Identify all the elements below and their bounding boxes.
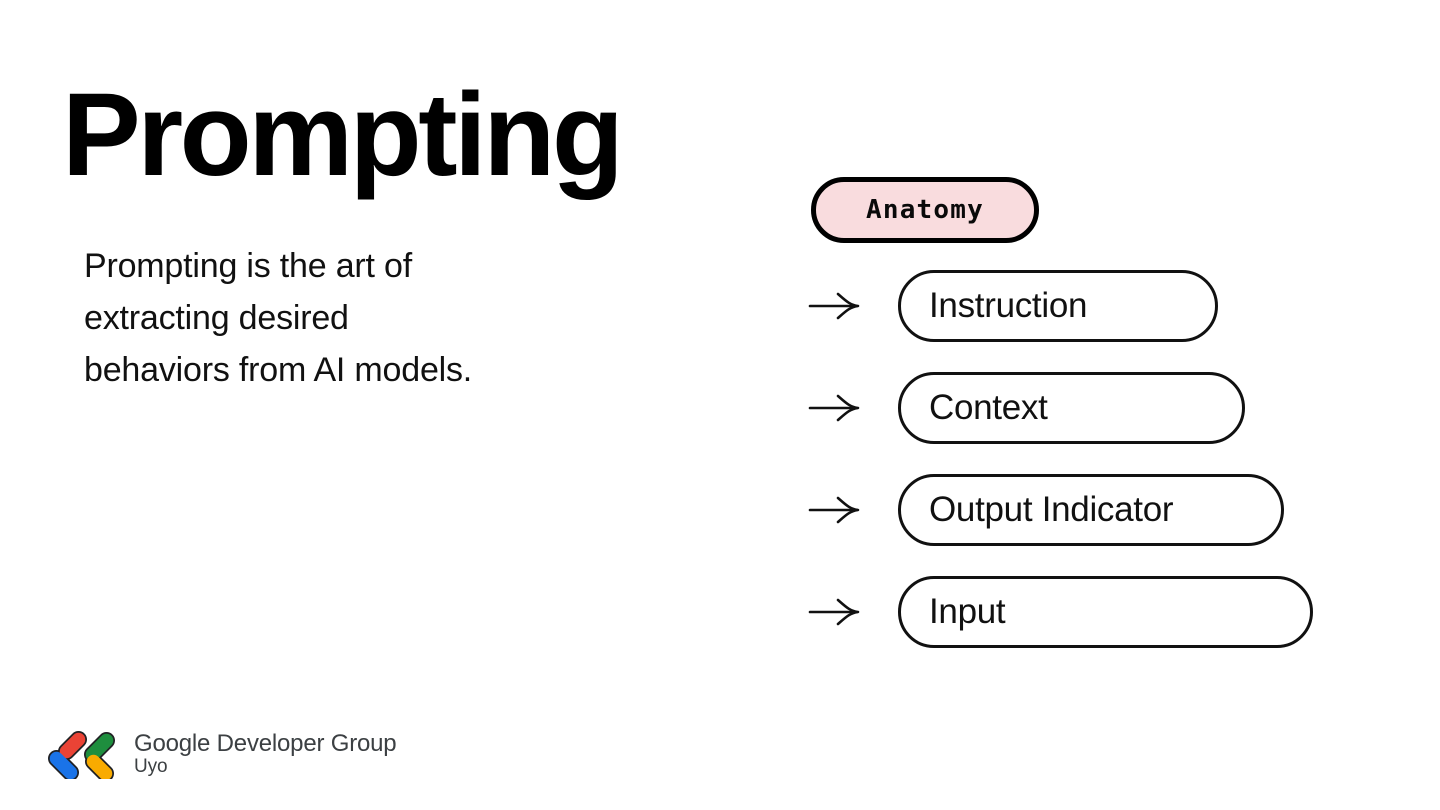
anatomy-row: Input	[808, 572, 1313, 652]
anatomy-row: Instruction	[808, 266, 1218, 346]
anatomy-pill-label: Context	[929, 388, 1048, 427]
gdg-logo-icon	[48, 731, 115, 779]
anatomy-pill-label: Input	[929, 592, 1006, 631]
gdg-chapter-name: Uyo	[134, 755, 168, 777]
body-line-1: Prompting is the art of	[84, 247, 412, 285]
anatomy-pill-instruction[interactable]: Instruction	[898, 270, 1218, 342]
arrow-right-icon	[808, 292, 860, 320]
body-line-2: extracting desired	[84, 299, 349, 337]
anatomy-row: Context	[808, 368, 1245, 448]
anatomy-pill-context[interactable]: Context	[898, 372, 1245, 444]
anatomy-badge: Anatomy	[811, 177, 1039, 243]
body-line-3: behaviors from AI models.	[84, 351, 473, 389]
arrow-right-icon	[808, 496, 860, 524]
anatomy-row: Output Indicator	[808, 470, 1284, 550]
arrow-right-icon	[808, 394, 860, 422]
gdg-org-name: Google Developer Group	[134, 729, 397, 757]
anatomy-badge-label: Anatomy	[866, 195, 984, 225]
page-title: Prompting	[62, 69, 624, 201]
arrow-right-icon	[808, 598, 860, 626]
anatomy-pill-output-indicator[interactable]: Output Indicator	[898, 474, 1284, 546]
gdg-logo-text: Google Developer Group Uyo	[134, 729, 397, 777]
anatomy-pill-label: Output Indicator	[929, 490, 1174, 529]
body-paragraph: Prompting is the art of extracting desir…	[84, 240, 554, 396]
anatomy-pill-input[interactable]: Input	[898, 576, 1313, 648]
anatomy-diagram: Anatomy Instruction Context	[808, 174, 1348, 664]
gdg-logo-lockup: Google Developer Group Uyo	[48, 729, 397, 779]
anatomy-pill-label: Instruction	[929, 286, 1088, 325]
